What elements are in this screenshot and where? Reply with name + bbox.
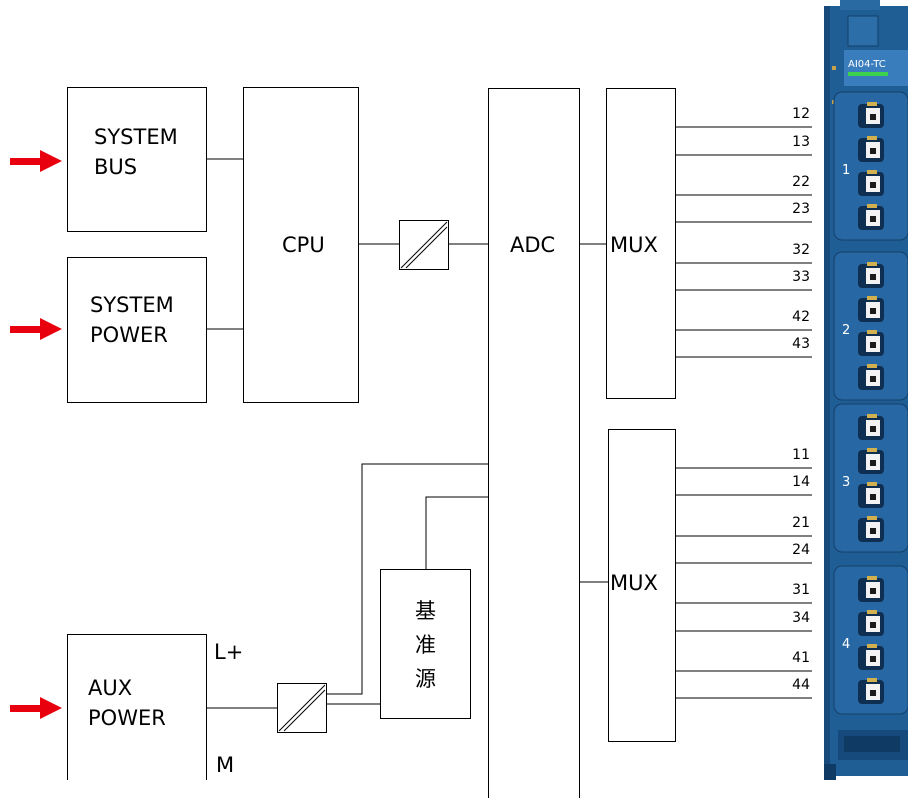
system-bus-block: SYSTEM BUS: [67, 87, 207, 232]
channel-label: 31: [770, 582, 810, 598]
cpu-block: CPU: [243, 87, 359, 403]
system-power-label-1: SYSTEM: [90, 290, 174, 320]
arrow-system-bus: [10, 150, 62, 172]
ref-adc-line: [426, 497, 489, 569]
channel-label: 12: [770, 106, 810, 122]
arrow-aux-power: [10, 697, 62, 719]
aux-minus-terminal: M: [216, 750, 234, 780]
system-power-block: SYSTEM POWER: [67, 257, 207, 403]
channel-label: 13: [770, 134, 810, 150]
reference-char-3: 源: [381, 662, 470, 696]
aux-plus-terminal: L+: [214, 637, 243, 667]
channel-label: 11: [770, 447, 810, 463]
aux-power-label-2: POWER: [88, 703, 166, 733]
isolator-diagonal-icon: [278, 684, 326, 732]
isolator-diagonal-icon: [400, 221, 448, 269]
terminal-group: 4: [834, 566, 908, 714]
mux-bottom-label: MUX: [610, 568, 658, 598]
channel-label: 32: [770, 242, 810, 258]
input-arrows: [10, 150, 62, 719]
mux-top-label: MUX: [610, 230, 658, 260]
adc-label: ADC: [510, 230, 555, 260]
channel-label: 14: [770, 474, 810, 490]
channel-label: 23: [770, 201, 810, 217]
channel-label: 42: [770, 309, 810, 325]
cpu-label: CPU: [282, 230, 325, 260]
system-bus-label-1: SYSTEM: [94, 122, 178, 152]
aux-power-block: AUX POWER: [67, 634, 207, 780]
mux-bottom-block: MUX: [608, 429, 676, 742]
channel-label: 24: [770, 542, 810, 558]
channel-label: 43: [770, 336, 810, 352]
io-module-graphic: AI04-TC 1 2 3 4: [820, 0, 908, 780]
channel-label: 33: [770, 269, 810, 285]
mux-top-block: MUX: [606, 88, 676, 399]
aux-power-label-1: AUX: [88, 673, 166, 703]
terminal-group: 3: [834, 404, 908, 552]
group-number: 3: [842, 475, 850, 490]
channel-label: 21: [770, 515, 810, 531]
adc-block: ADC: [488, 88, 580, 798]
reference-char-1: 基: [381, 594, 470, 628]
reference-source-block: 基 准 源: [380, 569, 471, 719]
system-bus-label-2: BUS: [94, 152, 178, 182]
group-number: 2: [842, 323, 850, 338]
io-module-image: AI04-TC 1 2 3 4: [820, 0, 908, 780]
module-label: AI04-TC: [848, 59, 886, 70]
group-number: 4: [842, 637, 850, 652]
channel-label: 34: [770, 610, 810, 626]
channel-label: 41: [770, 650, 810, 666]
group-number: 1: [842, 163, 850, 178]
system-power-label-2: POWER: [90, 320, 174, 350]
channel-label: 22: [770, 174, 810, 190]
reference-char-2: 准: [381, 628, 470, 662]
arrow-system-power: [10, 318, 62, 340]
terminal-group: 1: [834, 92, 908, 240]
power-isolator: [277, 683, 327, 733]
signal-isolator: [399, 220, 449, 270]
terminal-group: 2: [834, 252, 908, 400]
channel-label: 44: [770, 677, 810, 693]
